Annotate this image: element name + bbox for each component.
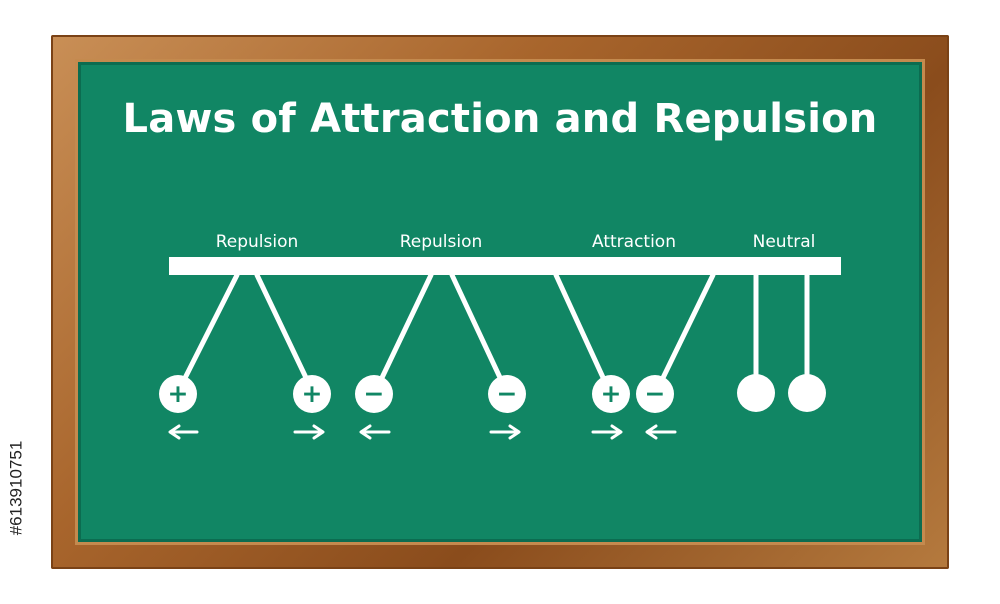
ball-3: −: [355, 375, 393, 413]
diagram-title: Laws of Attraction and Repulsion: [122, 96, 878, 142]
charge-sign: +: [302, 379, 323, 408]
ball-2: +: [293, 375, 331, 413]
force-arrows: [168, 424, 677, 440]
group-label-2: Repulsion: [400, 232, 483, 252]
charge-sign: −: [645, 379, 666, 408]
arrow-left-icon: [645, 424, 677, 440]
arrow-left-icon: [359, 424, 391, 440]
strings: [179, 272, 810, 387]
string-5: [553, 272, 609, 387]
ball-4: −: [488, 375, 526, 413]
ball-5: +: [592, 375, 630, 413]
string-2: [254, 272, 312, 387]
string-3: [376, 272, 434, 387]
charge-sign: −: [497, 379, 518, 408]
group-label-4: Neutral: [753, 232, 816, 252]
ball-6: −: [636, 375, 674, 413]
charge-sign: +: [168, 379, 189, 408]
arrow-right-icon: [293, 424, 325, 440]
arrow-right-icon: [591, 424, 623, 440]
string-1: [179, 272, 240, 387]
ball-1: +: [159, 375, 197, 413]
chalkboard: [78, 62, 922, 542]
charge-sign: −: [364, 379, 385, 408]
arrow-right-icon: [489, 424, 521, 440]
string-4: [449, 272, 506, 387]
ball-8-neutral: [788, 374, 826, 412]
support-bar: [169, 257, 841, 275]
ball-7-neutral: [737, 374, 775, 412]
string-6: [657, 272, 716, 387]
group-label-3: Attraction: [592, 232, 676, 252]
group-label-1: Repulsion: [216, 232, 299, 252]
charge-sign: +: [601, 379, 622, 408]
arrow-left-icon: [168, 424, 199, 440]
